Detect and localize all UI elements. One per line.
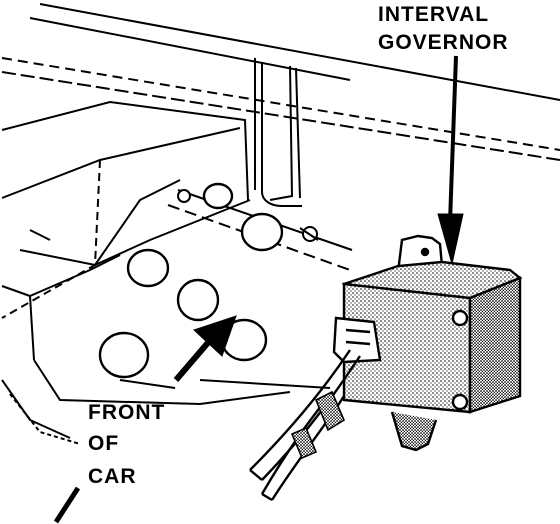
interval-governor-label-line1: INTERVAL	[378, 3, 490, 26]
front-of-car-label-line1: FRONT	[88, 401, 166, 424]
hole-4	[176, 278, 220, 322]
governor-bottom-lead	[390, 411, 438, 452]
governor-pointer-arrow	[437, 55, 464, 265]
firewall-holes	[98, 182, 284, 379]
front-of-car-label-line3: CAR	[88, 465, 137, 488]
interval-governor-module	[332, 234, 523, 452]
governor-screw-top	[451, 309, 469, 327]
screw-1	[177, 189, 191, 203]
firewall	[1, 189, 353, 445]
hole-2	[240, 212, 284, 252]
front-of-car-label-line2: OF	[88, 432, 120, 455]
dash-panel	[1, 100, 251, 319]
fasteners	[177, 189, 319, 242]
interval-governor-label-line2: GOVERNOR	[378, 31, 509, 54]
hole-3	[126, 248, 170, 288]
mounting-bracket	[254, 58, 302, 207]
hole-6	[98, 331, 150, 379]
governor-screw-bottom	[451, 393, 469, 411]
harness-tape	[290, 390, 346, 460]
governor-connector	[332, 316, 382, 364]
hole-1	[202, 182, 234, 210]
front-of-car-arrow	[53, 315, 237, 524]
cowl-top-edge	[1, 3, 560, 161]
